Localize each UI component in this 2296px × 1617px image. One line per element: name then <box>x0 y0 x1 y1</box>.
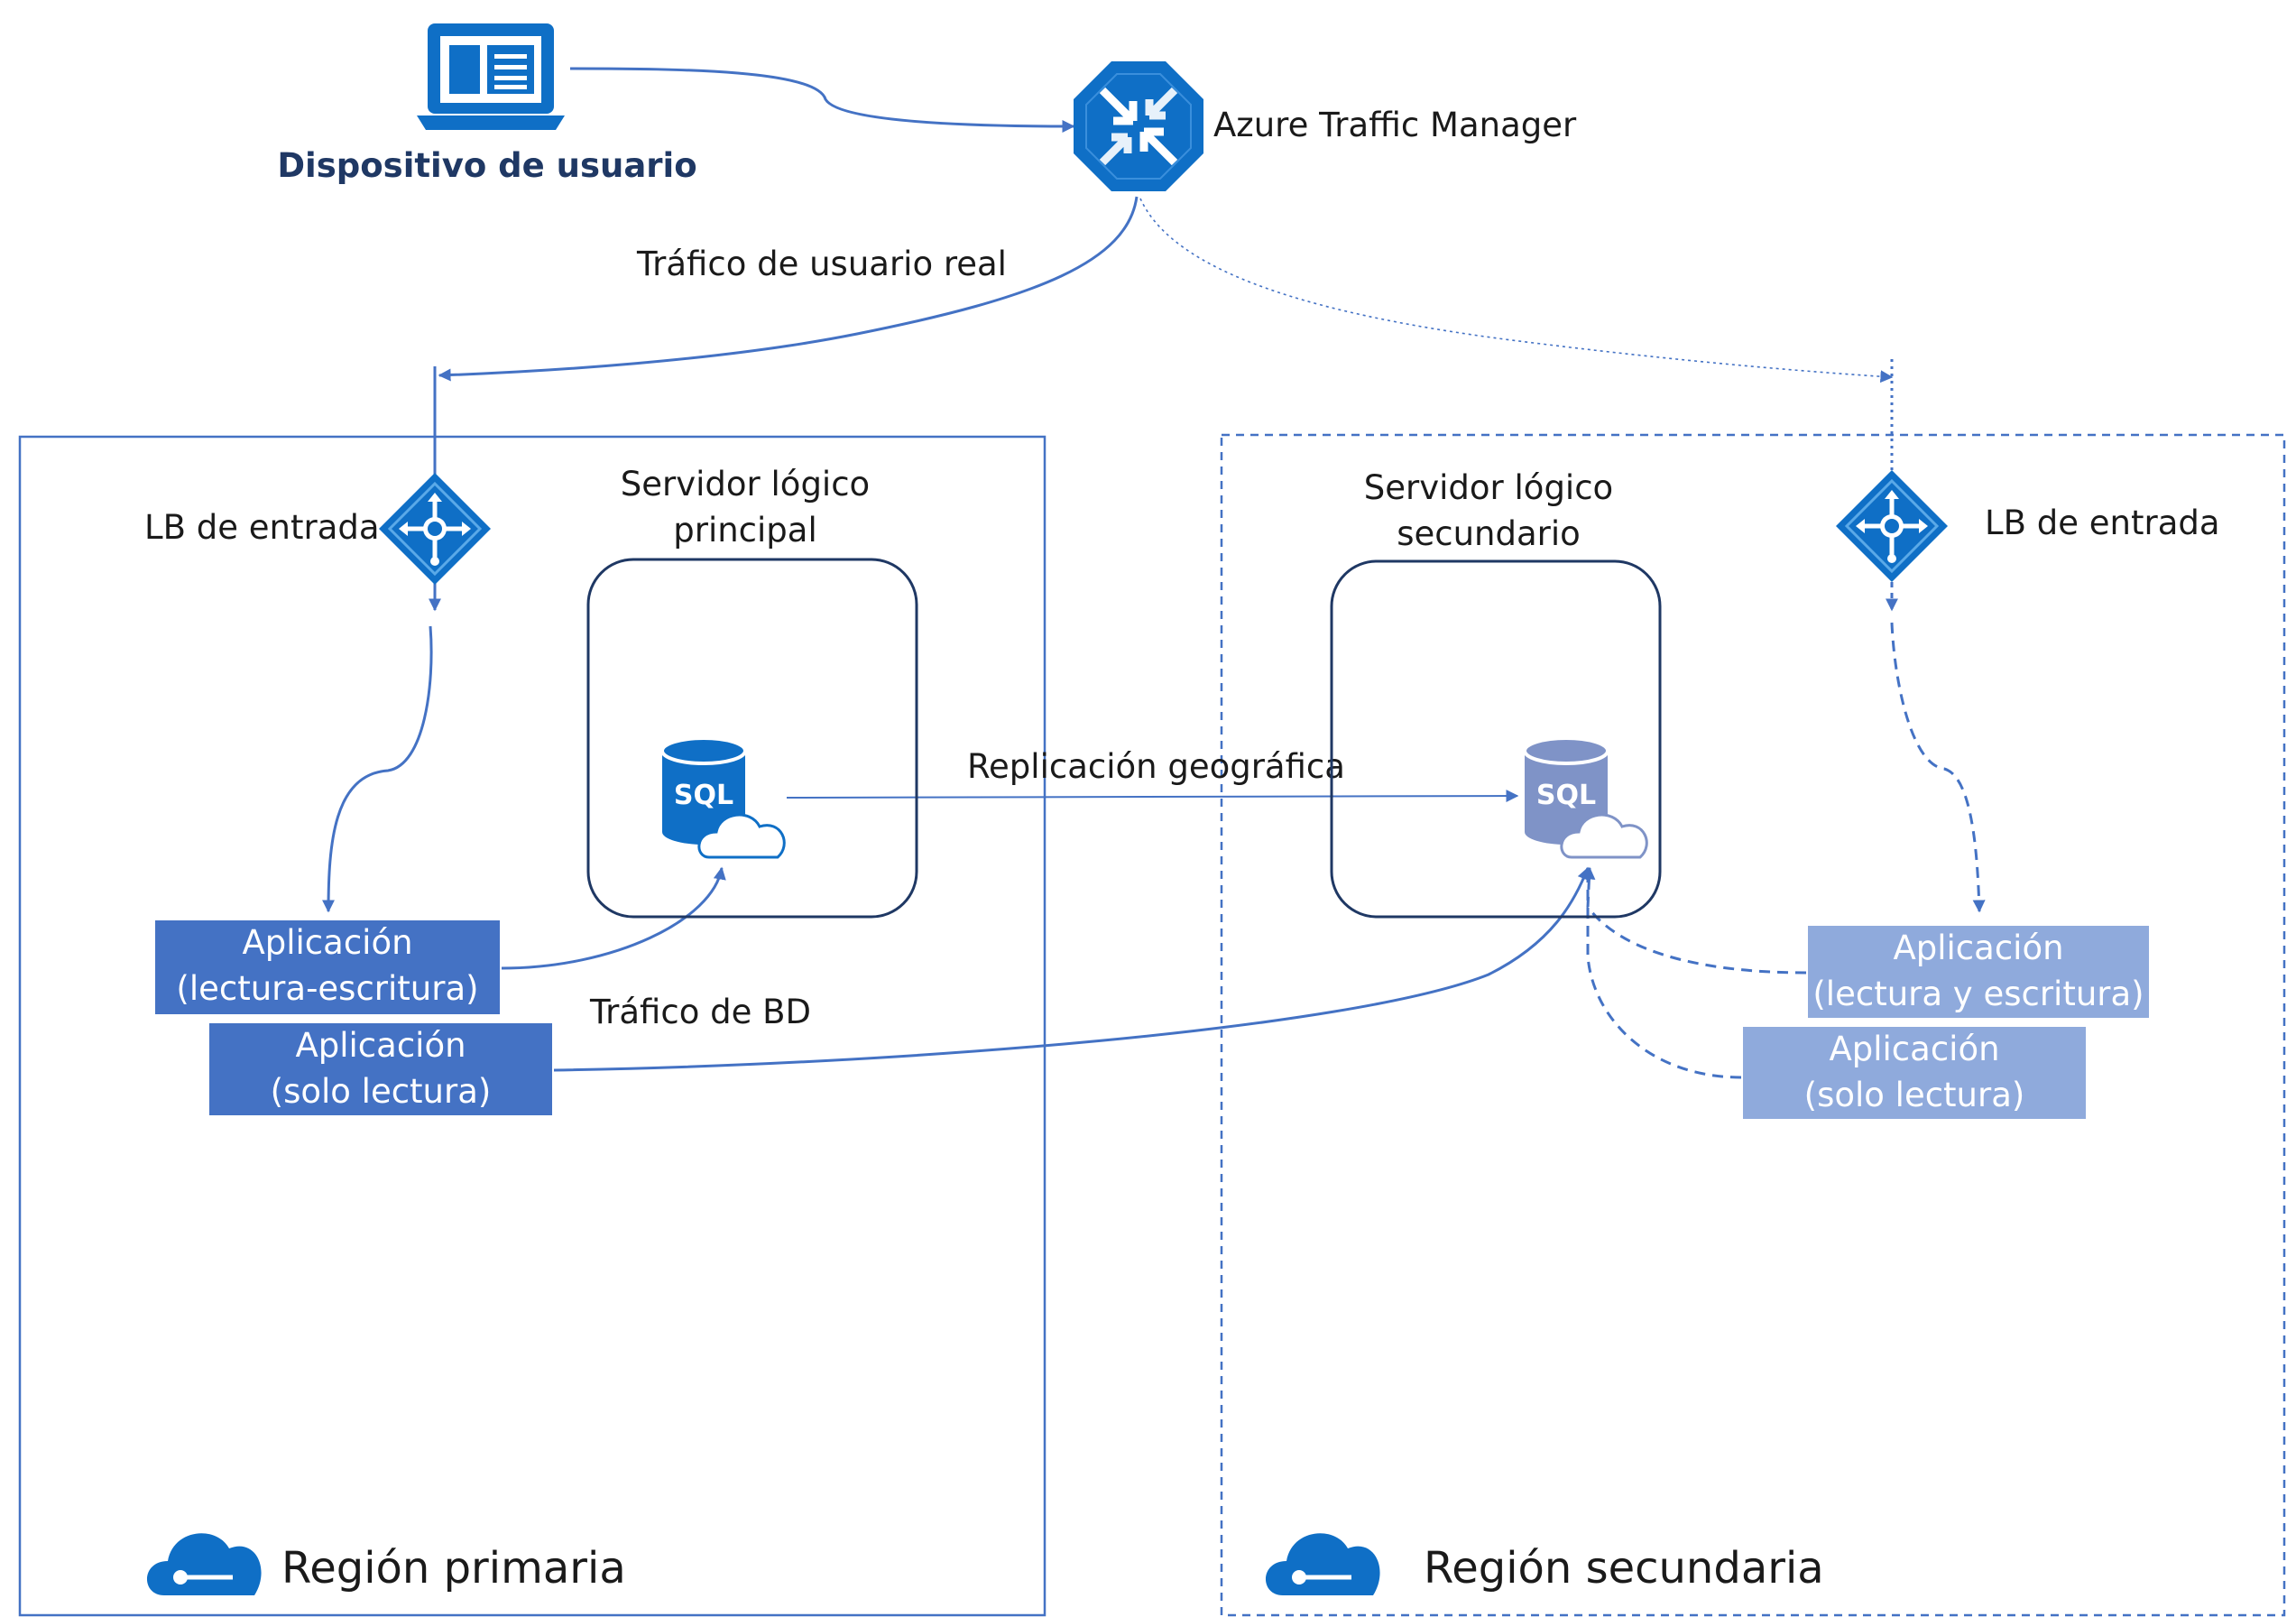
svg-text:SQL: SQL <box>674 780 733 811</box>
failover-traffic-arrow <box>1139 198 1894 383</box>
laptop-icon <box>417 23 565 130</box>
secondary-app-rw-box <box>1808 926 2149 1018</box>
primary-app-ro-line1: Aplicación <box>295 1026 466 1065</box>
svg-text:SQL: SQL <box>1536 780 1596 811</box>
secondary-load-balancer-icon <box>1836 470 1948 582</box>
device-to-traffic-manager-arrow <box>569 67 1075 133</box>
secondary-server-label-2: secundario <box>1397 514 1581 553</box>
db-traffic-label: Tráfico de BD <box>589 993 811 1031</box>
secondary-server-box <box>1330 559 1662 919</box>
secondary-region-cloud-icon <box>1265 1533 1380 1595</box>
secondary-app-ro-box <box>1743 1027 2086 1119</box>
secondary-app-rw-to-sql-arrow <box>1582 866 1807 975</box>
secondary-lb-label: LB de entrada <box>1985 504 2220 542</box>
secondary-server-label-1: Servidor lógico <box>1364 468 1613 507</box>
primary-app-rw-line1: Aplicación <box>242 923 412 962</box>
primary-load-balancer-icon <box>379 473 491 585</box>
traffic-manager-label: Azure Traffic Manager <box>1213 106 1577 144</box>
secondary-region-box <box>1220 433 2286 1617</box>
secondary-app-ro-line1: Aplicación <box>1829 1030 1999 1068</box>
secondary-app-ro-to-sql-arrow <box>1581 866 1742 1079</box>
primary-app-rw-box <box>155 920 500 1014</box>
primary-region-box <box>18 435 1047 1617</box>
secondary-app-rw-line1: Aplicación <box>1893 929 2063 967</box>
secondary-app-rw-line2: (lectura y escritura) <box>1812 975 2144 1013</box>
traffic-manager-icon <box>1074 61 1203 191</box>
primary-lb-label: LB de entrada <box>144 508 380 547</box>
primary-server-label-2: principal <box>673 511 817 550</box>
primary-app-ro-line2: (solo lectura) <box>271 1072 492 1111</box>
geo-replication-label: Replicación geográfica <box>967 747 1345 786</box>
real-traffic-label: Tráfico de usuario real <box>636 245 1007 283</box>
primary-region-cloud-icon <box>146 1533 262 1595</box>
primary-region-label: Región primaria <box>281 1543 626 1594</box>
secondary-lb-to-app-arrow <box>1890 622 1986 913</box>
primary-sql-database-icon: SQL <box>660 736 786 859</box>
primary-app-ro-box <box>209 1023 552 1115</box>
secondary-app-ro-line2: (solo lectura) <box>1804 1076 2025 1114</box>
real-user-traffic-arrow <box>438 196 1139 382</box>
primary-server-box <box>586 558 918 919</box>
app-ro-to-secondary-sql-arrow <box>553 866 1590 1072</box>
secondary-region-label: Región secundaria <box>1424 1543 1824 1594</box>
geo-replication-arrow <box>786 790 1519 803</box>
primary-lb-to-app-arrow <box>322 625 433 913</box>
app-rw-to-primary-sql-arrow <box>501 866 726 970</box>
primary-app-rw-line2: (lectura-escritura) <box>176 969 478 1008</box>
user-device-label: Dispositivo de usuario <box>277 146 696 185</box>
primary-server-label-1: Servidor lógico <box>621 465 870 504</box>
secondary-sql-database-icon: SQL <box>1523 736 1648 859</box>
